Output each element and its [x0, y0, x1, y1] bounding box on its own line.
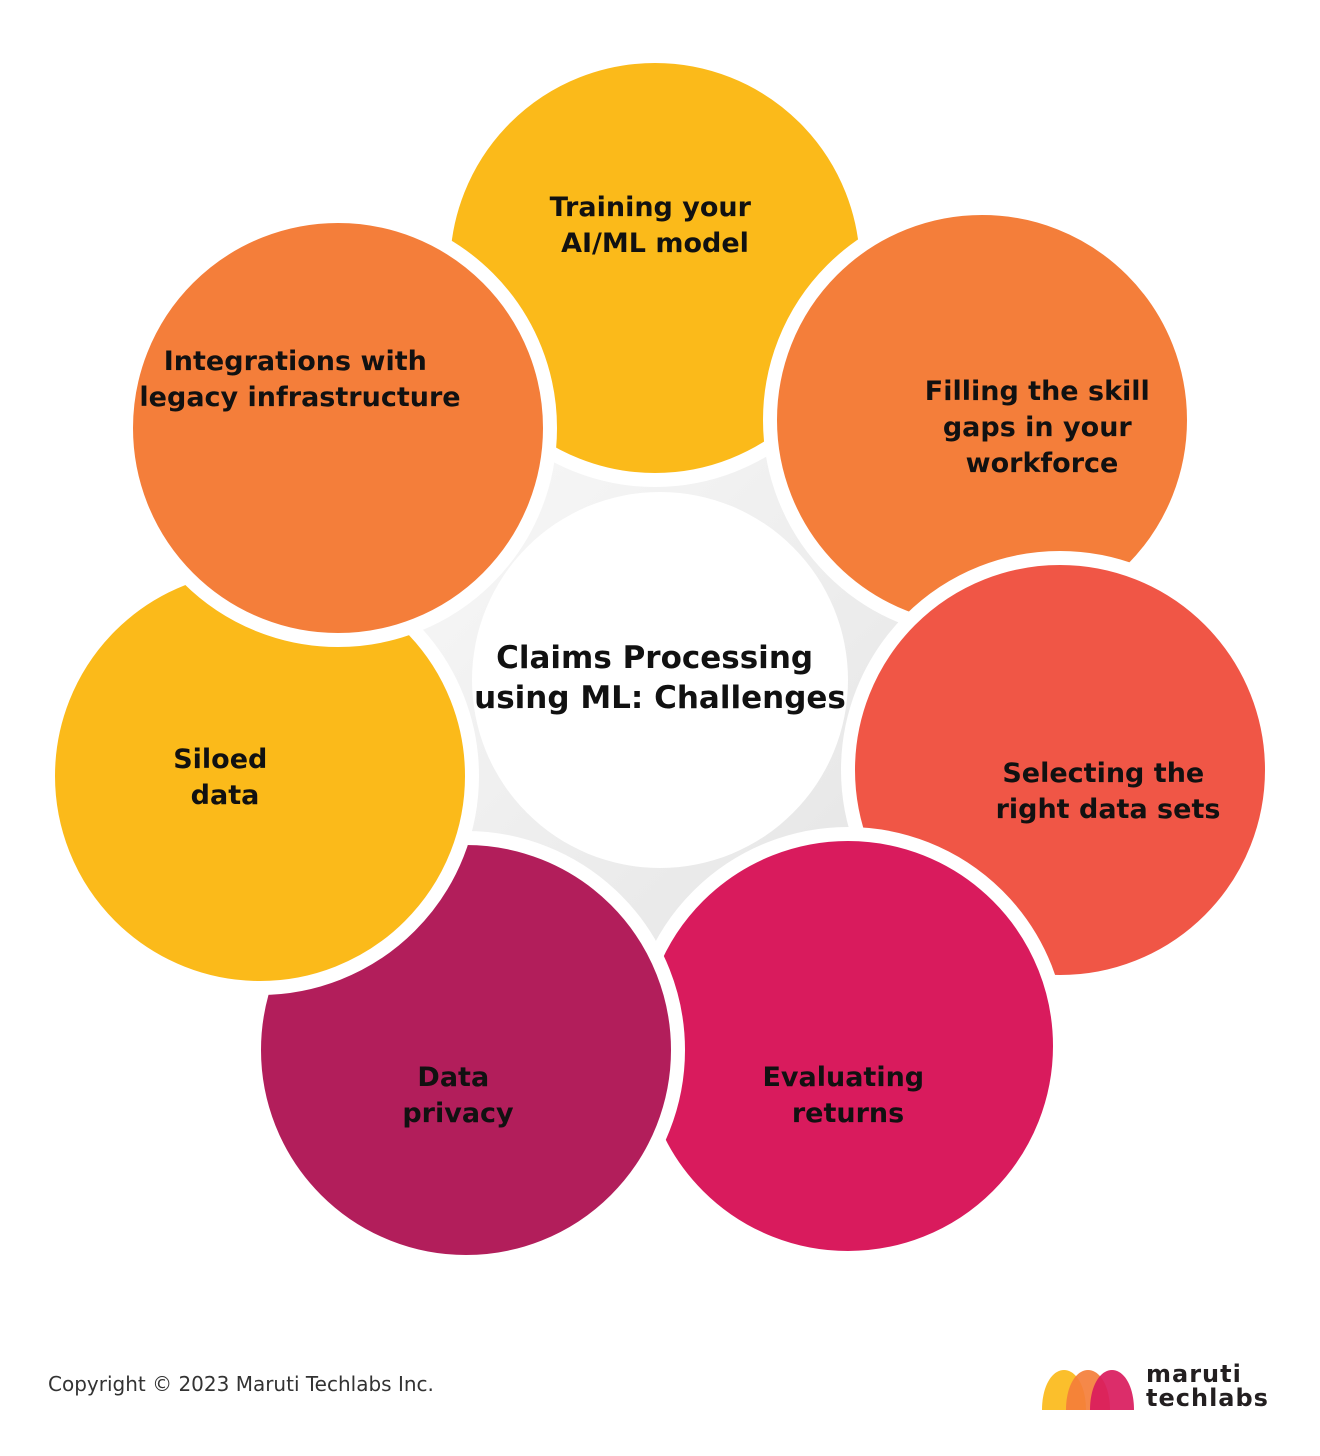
petal-returns: Evaluating returns — [629, 827, 1067, 1265]
petal-returns-line-1: Evaluating — [762, 1062, 924, 1093]
petal-integrations-label: Integrations with legacy infrastructure — [139, 346, 460, 413]
petal-training-label: Training your AI/ML model — [550, 192, 761, 259]
petal-integrations-circle — [119, 209, 557, 647]
petal-privacy-line-1: Data — [417, 1062, 489, 1093]
petal-skill-gaps-line-2: gaps in your — [943, 412, 1133, 443]
petal-training-line-2: AI/ML model — [561, 228, 749, 259]
petal-siloed-line-2: data — [191, 780, 260, 811]
petal-data-sets-line-2: right data sets — [996, 794, 1221, 825]
petal-returns-label: Evaluating returns — [762, 1062, 933, 1129]
logo-mark-peak-3 — [1090, 1370, 1134, 1410]
petal-skill-gaps: Filling the skill gaps in your workforce — [763, 201, 1201, 639]
center-title-line-1: Claims Processing — [496, 640, 813, 676]
petal-returns-line-2: returns — [792, 1098, 904, 1129]
logo-mark-icon — [1042, 1370, 1134, 1410]
logo-wordmark: maruti techlabs — [1146, 1362, 1269, 1410]
center-hub — [472, 492, 848, 868]
petal-skill-gaps-label: Filling the skill gaps in your workforce — [925, 376, 1159, 479]
petal-data-sets-label: Selecting the right data sets — [996, 758, 1221, 825]
maruti-techlabs-logo: maruti techlabs — [1040, 1360, 1280, 1416]
copyright-text: Copyright © 2023 Maruti Techlabs Inc. — [48, 1372, 434, 1396]
petal-siloed-line-1: Siloed — [173, 744, 267, 775]
petal-data-sets-line-1: Selecting the — [1002, 758, 1204, 789]
logo-line-2: techlabs — [1146, 1384, 1269, 1412]
petal-privacy-line-2: privacy — [402, 1098, 514, 1129]
petal-privacy-label: Data privacy — [402, 1062, 514, 1129]
petal-skill-gaps-line-3: workforce — [966, 448, 1119, 479]
petal-integrations-line-1: Integrations with — [164, 346, 427, 377]
petal-training-line-1: Training your — [550, 192, 752, 223]
petal-siloed-label: Siloed data — [173, 744, 277, 811]
petals: Training your AI/ML model Filling the sk… — [41, 49, 1279, 1269]
center-title-line-2: using ML: Challenges — [474, 680, 846, 716]
petal-integrations: Integrations with legacy infrastructure — [119, 209, 557, 647]
petal-skill-gaps-line-1: Filling the skill — [925, 376, 1150, 407]
center-title: Claims Processing using ML: Challenges — [474, 640, 846, 716]
petal-integrations-line-2: legacy infrastructure — [139, 382, 460, 413]
logo-line-1: maruti — [1146, 1360, 1242, 1388]
petal-returns-circle — [629, 827, 1067, 1265]
